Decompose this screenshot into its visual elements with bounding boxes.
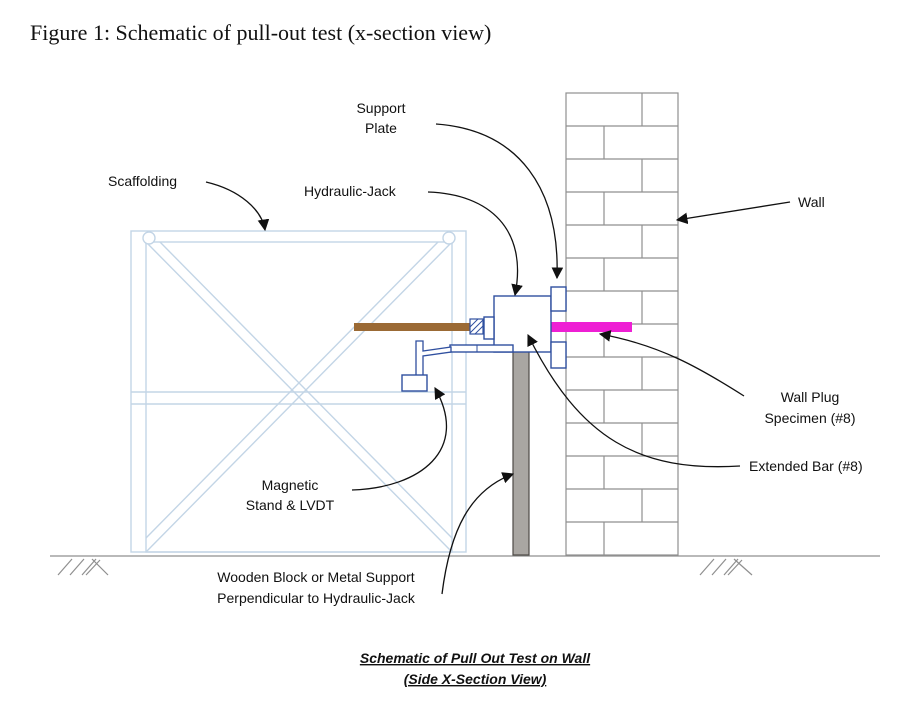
ground-hatch-right: [699, 558, 753, 576]
label-wall-plug-line1: Wall Plug: [781, 389, 840, 405]
magnetic-base: [401, 374, 428, 392]
wall-plug-specimen: [550, 322, 632, 332]
scaffolding: [130, 230, 467, 553]
arrow-scaffolding: [205, 181, 270, 232]
annotation-arrows: [205, 123, 791, 595]
label-support-plate-line2: Plate: [365, 120, 397, 136]
label-support-plate-line1: Support: [356, 100, 405, 116]
support-plate-bottom: [550, 341, 567, 369]
arrow-wall: [675, 201, 791, 225]
label-hydraulic-jack: Hydraulic-Jack: [304, 183, 397, 199]
label-wall: Wall: [798, 194, 825, 210]
arrow-support-block: [441, 472, 515, 595]
label-support-block-line1: Wooden Block or Metal Support: [217, 569, 415, 585]
labels: Support Plate Scaffolding Hydraulic-Jack…: [108, 100, 863, 606]
support-block: [512, 350, 530, 556]
label-support-block-line2: Perpendicular to Hydraulic-Jack: [217, 590, 416, 606]
magnetic-stand-lvdt: [401, 340, 514, 392]
label-wall-plug-line2: Specimen (#8): [764, 410, 855, 426]
stand-arm: [415, 340, 452, 377]
figure-heading: Figure 1: Schematic of pull-out test (x-…: [30, 20, 492, 45]
nut-hatch: [469, 318, 484, 335]
hydraulic-jack: [493, 295, 552, 353]
arrow-wall-plug: [598, 330, 745, 397]
ground-hatch-left: [57, 558, 109, 576]
label-scaffolding: Scaffolding: [108, 173, 177, 189]
support-plate-top: [550, 286, 567, 312]
label-magnetic-stand-line2: Stand & LVDT: [246, 497, 335, 513]
arrow-support-plate: [435, 123, 564, 280]
caption-line2: (Side X-Section View): [404, 671, 547, 687]
jack-collar: [483, 316, 495, 340]
label-magnetic-stand-line1: Magnetic: [262, 477, 319, 493]
label-extended-bar: Extended Bar (#8): [749, 458, 863, 474]
extended-bar: [354, 323, 550, 331]
lvdt-body: [449, 344, 514, 353]
hydraulic-jack-assembly: [469, 286, 567, 369]
arrow-extended-bar: [527, 333, 741, 468]
arrow-magnetic-stand: [351, 386, 447, 491]
arrow-hydraulic-jack: [427, 191, 523, 297]
caption-line1: Schematic of Pull Out Test on Wall: [360, 650, 591, 666]
ground: [50, 555, 880, 576]
